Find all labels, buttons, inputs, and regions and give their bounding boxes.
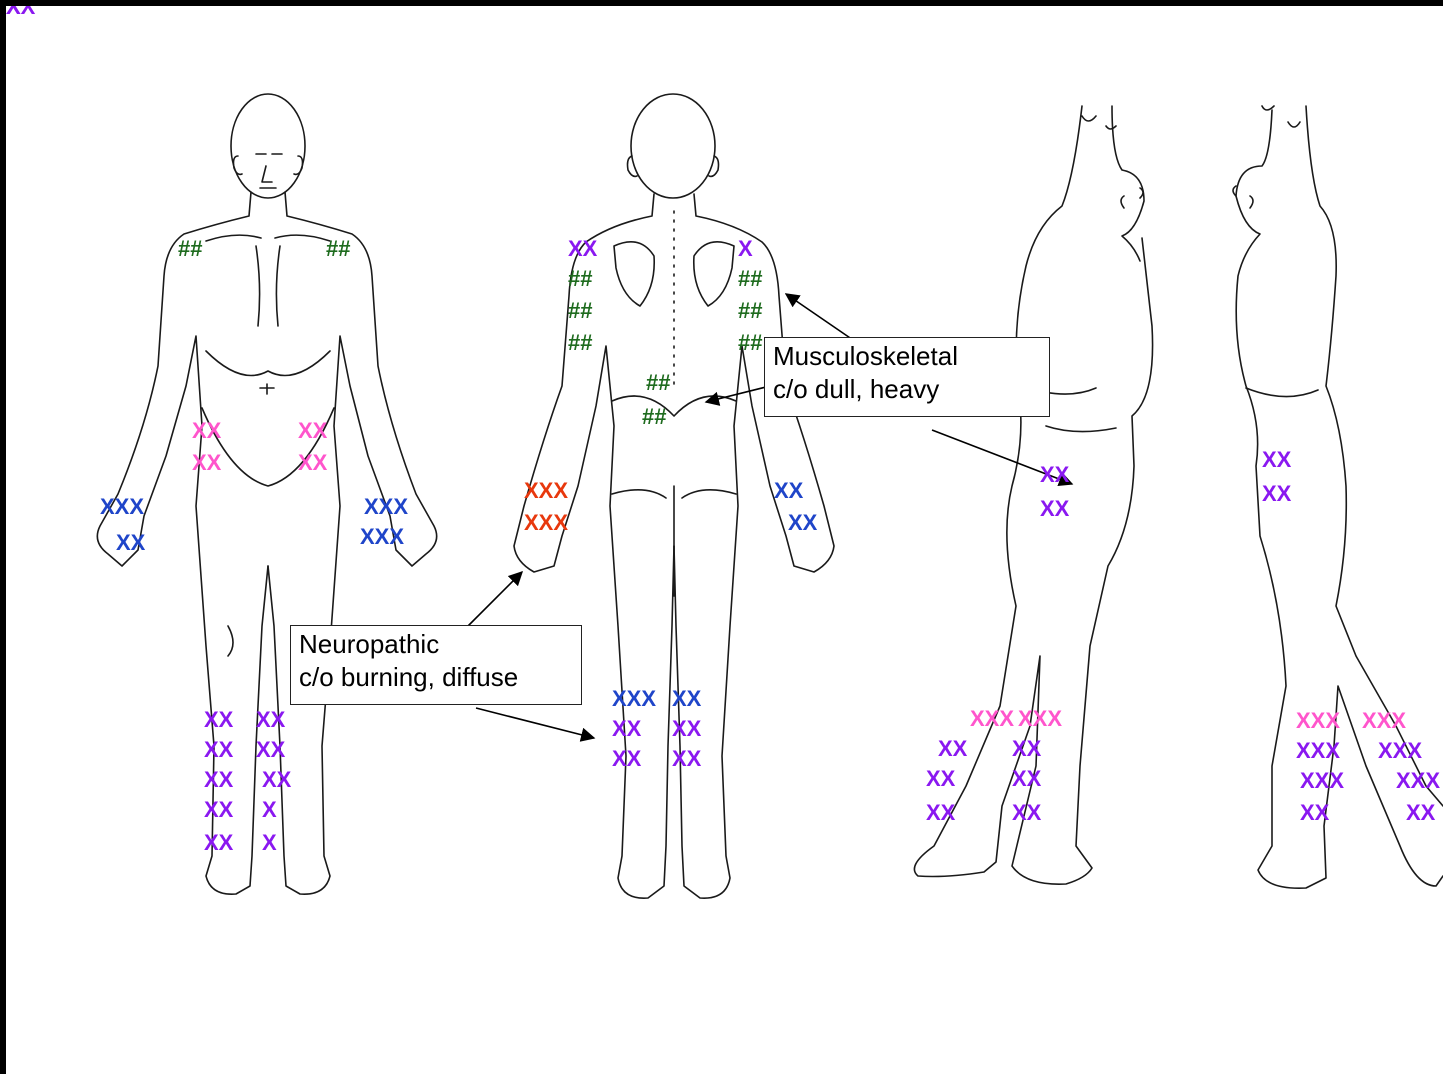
hash-marking-musculoskeletal-hash: ## [178, 236, 202, 261]
x-marking-leg: XX [1300, 800, 1330, 825]
x-marking-leg: XX [568, 236, 598, 261]
x-marking-hip-buttock: XX [192, 450, 222, 475]
x-marking-leg: XX [256, 707, 286, 732]
x-marking-leg: XX [1262, 447, 1292, 472]
hash-marking-musculoskeletal-hash: ## [646, 370, 670, 395]
x-marking-leg: XX [262, 767, 292, 792]
x-marking-leg: XX [256, 737, 286, 762]
x-marking-hip-buttock: XXX [1296, 708, 1340, 733]
hash-marking-musculoskeletal-hash: ## [568, 298, 592, 323]
x-marking-leg: XX [1012, 736, 1042, 761]
hash-marking-musculoskeletal-hash: ## [738, 266, 762, 291]
arrow-musculoskeletal-shoulder [786, 294, 856, 342]
musculoskeletal-callout-description: c/o dull, heavy [773, 373, 1041, 406]
x-marking-low-back: XXX [524, 478, 568, 503]
x-marking-hand: XXX [612, 686, 656, 711]
x-marking-leg: XX [1012, 766, 1042, 791]
musculoskeletal-callout: Musculoskeletal c/o dull, heavy [764, 337, 1050, 417]
x-marking-leg: XX [926, 766, 956, 791]
x-marking-leg: XX [204, 767, 234, 792]
x-marking-leg: X [6, 6, 21, 19]
x-marking-hip-buttock: XXX [1018, 706, 1062, 731]
arrow-neuropathic-hand [462, 572, 522, 632]
x-marking-hip-buttock: XX [298, 418, 328, 443]
x-marking-leg: XX [204, 797, 234, 822]
x-marking-leg: XX [1040, 462, 1070, 487]
hash-marking-musculoskeletal-hash: ## [738, 298, 762, 323]
x-marking-leg: X [262, 830, 277, 855]
x-marking-leg: XX [204, 737, 234, 762]
neuropathic-callout-title: Neuropathic [299, 628, 573, 661]
x-marking-hand: XX [788, 510, 818, 535]
x-marking-hand: XX [116, 530, 146, 555]
x-marking-leg: X [262, 797, 277, 822]
x-marking-leg: XX [926, 800, 956, 825]
x-marking-leg: XXX [1296, 738, 1340, 763]
x-marking-hand: XX [672, 686, 702, 711]
x-marking-leg: XXX [1378, 738, 1422, 763]
x-marking-leg: XX [204, 830, 234, 855]
x-marking-leg: XX [672, 746, 702, 771]
hash-marking-musculoskeletal-hash: ## [326, 236, 350, 261]
x-marking-hip-buttock: XXX [1362, 708, 1406, 733]
x-marking-hip-buttock: XX [192, 418, 222, 443]
x-marking-hip-buttock: XXX [970, 706, 1014, 731]
x-marking-leg: XXX [1396, 768, 1440, 793]
x-marking-leg: X [738, 236, 753, 261]
neuropathic-callout: Neuropathic c/o burning, diffuse [290, 625, 582, 705]
x-marking-leg: XX [1262, 481, 1292, 506]
x-marking-hand: XXX [364, 494, 408, 519]
x-marking-leg: XX [204, 707, 234, 732]
x-marking-leg: XX [938, 736, 968, 761]
hash-marking-musculoskeletal-hash: ## [642, 404, 666, 429]
neuropathic-callout-description: c/o burning, diffuse [299, 661, 573, 694]
x-marking-leg: XX [612, 716, 642, 741]
x-marking-leg: XX [1012, 800, 1042, 825]
arrow-neuropathic-calf [476, 708, 594, 738]
x-marking-leg: XXX [1300, 768, 1344, 793]
hash-marking-musculoskeletal-hash: ## [738, 330, 762, 355]
x-marking-leg: XX [1040, 496, 1070, 521]
musculoskeletal-callout-title: Musculoskeletal [773, 340, 1041, 373]
x-marking-leg: XX [1406, 800, 1436, 825]
hash-marking-musculoskeletal-hash: ## [568, 266, 592, 291]
x-marking-low-back: XXX [524, 510, 568, 535]
x-marking-hand: XXX [100, 494, 144, 519]
x-marking-hand: XX [774, 478, 804, 503]
hash-marking-musculoskeletal-hash: ## [568, 330, 592, 355]
x-marking-leg: XX [672, 716, 702, 741]
x-marking-leg: XX [612, 746, 642, 771]
x-marking-hand: XXX [360, 524, 404, 549]
x-marking-hip-buttock: XX [298, 450, 328, 475]
